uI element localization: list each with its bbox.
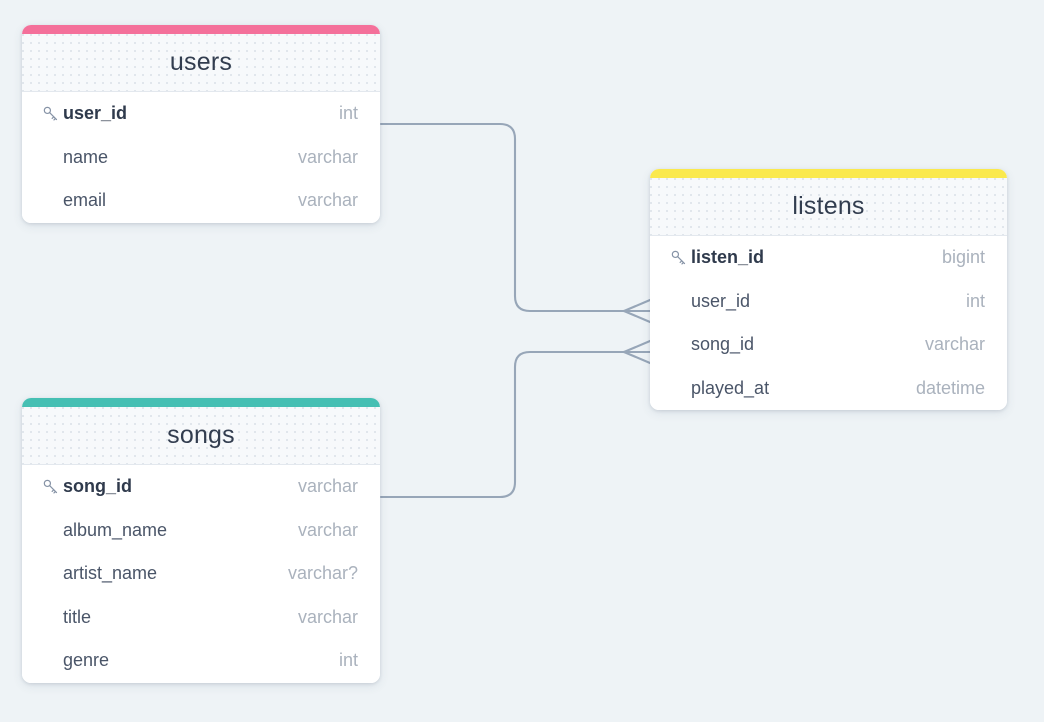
field-list-listens: listen_id bigint user_id int song_id var… [650,236,1007,410]
crows-foot-songs-listens [622,339,652,365]
field-name: artist_name [63,563,158,584]
entity-accent-bar-users [22,25,380,34]
field-type: varchar? [287,563,358,584]
field-name: genre [63,650,110,671]
key-icon [670,249,691,266]
key-icon [42,105,63,122]
field-name: album_name [63,519,168,540]
entity-table-listens[interactable]: listens listen_id bigint user_id int [650,169,1007,410]
field-type: varchar [297,190,358,211]
edge-songs-to-listens[interactable] [379,350,652,499]
field-type: int [965,290,985,311]
entity-table-songs[interactable]: songs song_id varchar album_name var [22,398,380,683]
entity-accent-bar-listens [650,169,1007,178]
entity-accent-bar-songs [22,398,380,407]
field-row[interactable]: title varchar [22,596,380,640]
field-row[interactable]: artist_name varchar? [22,552,380,596]
field-row[interactable]: album_name varchar [22,509,380,553]
field-row[interactable]: user_id int [22,92,380,136]
field-list-songs: song_id varchar album_name varchar artis… [22,465,380,683]
entity-title-users: users [169,48,233,76]
field-name: user_id [63,103,128,124]
field-row[interactable]: user_id int [650,280,1007,324]
field-name: email [63,190,107,211]
field-type: varchar [297,476,358,497]
crows-foot-users-listens [622,298,652,324]
field-name: listen_id [691,247,765,268]
field-row[interactable]: song_id varchar [650,323,1007,367]
entity-title-songs: songs [167,421,235,449]
field-type: varchar [297,146,358,167]
entity-header-users: users [22,34,380,92]
edge-users-to-listens[interactable] [379,122,652,313]
field-name: title [63,606,92,627]
field-type: int [338,103,358,124]
entity-title-listens: listens [792,192,865,220]
field-row[interactable]: email varchar [22,179,380,223]
field-row[interactable]: name varchar [22,136,380,180]
field-type: int [338,650,358,671]
field-type: datetime [915,377,985,398]
field-row[interactable]: genre int [22,639,380,683]
field-type: varchar [297,606,358,627]
entity-table-users[interactable]: users user_id int name varchar [22,25,380,223]
field-type: bigint [941,247,985,268]
field-name: song_id [63,476,133,497]
field-name: name [63,146,109,167]
field-name: song_id [691,334,755,355]
entity-header-listens: listens [650,178,1007,236]
entity-header-songs: songs [22,407,380,465]
field-row[interactable]: listen_id bigint [650,236,1007,280]
key-icon [42,478,63,495]
field-name: played_at [691,377,770,398]
field-row[interactable]: played_at datetime [650,367,1007,411]
field-name: user_id [691,290,751,311]
field-row[interactable]: song_id varchar [22,465,380,509]
field-type: varchar [924,334,985,355]
field-type: varchar [297,519,358,540]
field-list-users: user_id int name varchar email varchar [22,92,380,223]
